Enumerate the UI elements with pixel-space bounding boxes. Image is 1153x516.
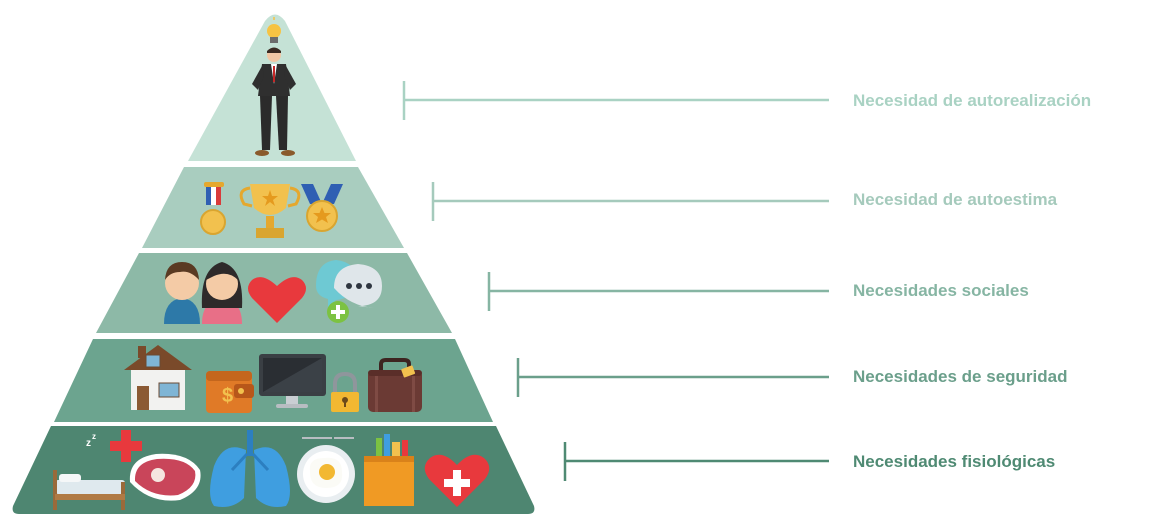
first-aid-cross-icon (110, 430, 142, 462)
girl-icon (201, 262, 243, 324)
level-label-autorealizacion: Necesidad de autorealización (853, 91, 1091, 110)
lightbulb-icon (267, 17, 281, 43)
lungs-icon (210, 430, 290, 507)
house-icon (124, 345, 192, 410)
sleep-bed-icon: z z (53, 432, 125, 510)
level-sociales: Necesidades sociales (96, 253, 1029, 333)
svg-text:z: z (92, 432, 96, 441)
chat-bubbles-icon (316, 260, 382, 323)
level-seguridad: $ Necesidades de seguridad (54, 339, 1067, 422)
fried-egg-plate-icon (297, 437, 355, 503)
level-label-autoestima: Necesidad de autoestima (853, 190, 1058, 209)
heart-icon (248, 277, 306, 323)
level-label-sociales: Necesidades sociales (853, 281, 1029, 300)
trophy-icon (239, 184, 301, 238)
wallet-icon: $ (206, 371, 254, 413)
level-label-seguridad: Necesidades de seguridad (853, 367, 1067, 386)
grocery-bag-icon (364, 434, 414, 506)
padlock-icon (331, 371, 359, 412)
level-label-fisiologicas: Necesidades fisiológicas (853, 452, 1055, 471)
heart-health-icon (424, 454, 490, 507)
level-autoestima: Necesidad de autoestima (142, 167, 1058, 248)
computer-icon (259, 354, 326, 408)
svg-text:$: $ (222, 385, 233, 407)
award-medal-icon (301, 184, 343, 232)
steak-icon (129, 453, 201, 501)
level-fisiologicas: z z (12, 426, 1055, 514)
boy-icon (164, 262, 200, 324)
svg-text:z: z (86, 438, 91, 449)
level-autorealizacion: Necesidad de autorealización (188, 14, 1091, 161)
businessman-icon (252, 47, 296, 156)
suitcase-icon (368, 358, 422, 412)
medal-icon (200, 182, 226, 235)
